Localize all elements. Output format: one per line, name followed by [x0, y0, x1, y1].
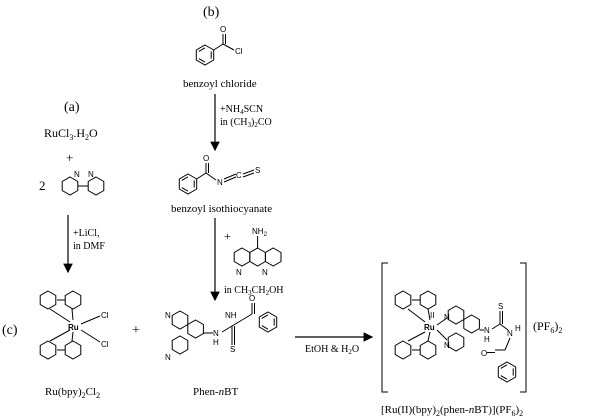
atom-n: N [217, 178, 223, 187]
atom-o: O [203, 154, 209, 163]
bipyridine-structure: N N [61, 170, 105, 196]
atom-n: N [444, 313, 450, 322]
atom-s: S [230, 345, 235, 354]
atom-n: N [236, 268, 242, 277]
ru-bpy2cl2-structure: Ru Cl Cl [39, 290, 109, 360]
panel-a-label: (a) [64, 100, 80, 115]
atom-n: N [444, 341, 450, 350]
atom-n: N [262, 268, 268, 277]
atom-n: N [74, 170, 80, 179]
cond-b1: +NH4SCN [220, 104, 263, 116]
atom-o: O [481, 349, 487, 358]
atom-n: N [88, 170, 94, 179]
atom-n: N [165, 353, 171, 362]
counterion-label: (PF6)2 [533, 319, 562, 335]
cond-b3: in CH3CH2OH [224, 285, 284, 297]
atom-cl: Cl [101, 340, 109, 349]
panel-c-label: (c) [2, 323, 18, 338]
bracket-left [381, 262, 388, 393]
oxidation-state: II [430, 311, 434, 320]
atom-cl: Cl [101, 311, 109, 320]
benzoyl-chloride-structure: O Cl [195, 25, 243, 66]
rucl3-label: RuCl3.H2O [44, 126, 98, 142]
coef-2: 2 [39, 178, 46, 193]
atom-nh2: NH2 [252, 227, 268, 238]
bracket-right [520, 262, 527, 393]
atom-n: N [213, 329, 219, 338]
atom-s: S [498, 302, 503, 311]
atom-cl: Cl [235, 47, 243, 56]
atom-s: S [255, 166, 260, 175]
ru-bpy2cl2-label: Ru(bpy)2Cl2 [45, 386, 100, 400]
cond-a1: +LiCl, [73, 228, 99, 239]
benzoyl-isothiocyanate-structure: O N C S [178, 154, 260, 195]
phen-nbt-structure: N N N H S NH O [165, 294, 278, 362]
cond-a2: in DMF [73, 241, 105, 252]
panel-b-label: (b) [203, 5, 220, 20]
atom-n: N [165, 311, 171, 320]
cond-c: EtOH & H2O [305, 344, 359, 356]
atom-nh: NH [225, 311, 237, 320]
atom-h: H [515, 324, 521, 333]
phen-nbt-label: Phen-nBT [193, 386, 239, 398]
atom-n: N [507, 329, 513, 338]
aminophenanthroline-structure: NH2 N N [233, 227, 282, 277]
plus-c: + [132, 323, 140, 338]
benzoyl-isothiocyanate-label: benzoyl isothiocyanate [171, 203, 272, 215]
product-complex-structure: Ru II N N N H S N H O [394, 290, 521, 383]
atom-ru: Ru [68, 323, 79, 332]
atom-ru: Ru [424, 323, 435, 332]
atom-n: N [484, 326, 490, 335]
benzoyl-chloride-label: benzoyl chloride [183, 78, 257, 90]
atom-o: O [249, 294, 255, 303]
plus-b: + [224, 229, 231, 243]
plus-a: + [66, 150, 73, 165]
atom-h: H [213, 338, 219, 347]
atom-o: O [220, 25, 226, 34]
atom-c: C [236, 171, 242, 180]
atom-h: H [484, 335, 490, 344]
cond-b2: in (CH3)2CO [220, 117, 272, 129]
product-label: [Ru(II)(bpy)2(phen-nBT)](PF6)2 [381, 404, 523, 418]
